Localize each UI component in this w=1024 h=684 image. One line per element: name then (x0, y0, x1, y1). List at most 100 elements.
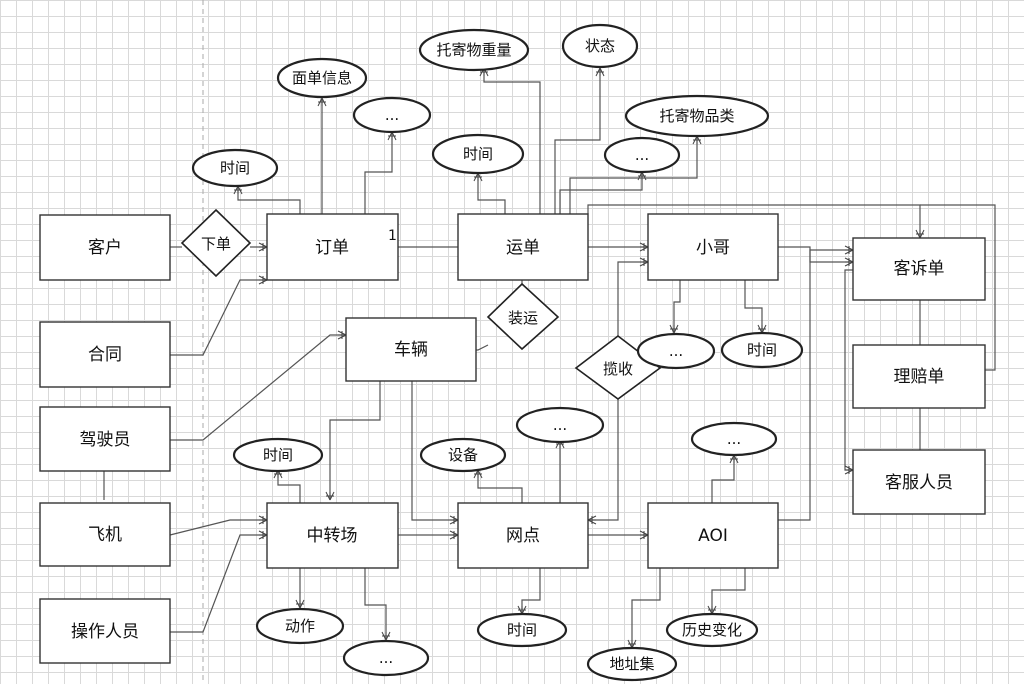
attr-order-ellipsis: ... (352, 96, 432, 134)
attr-transfer-time: 时间 (232, 437, 324, 473)
entity-outlet: 网点 (457, 502, 589, 569)
attr-order-time: 时间 (191, 148, 279, 188)
attr-aoi-ellipsis-label: ... (727, 430, 741, 448)
attr-category-label: 托寄物品类 (659, 107, 734, 125)
attr-aoi-ellipsis: ... (690, 421, 778, 457)
order-cardinality: 1 (388, 228, 397, 244)
entity-transfer-label: 中转场 (307, 526, 358, 546)
attr-order-time-label: 时间 (220, 159, 250, 177)
driver-vehicle-line (170, 330, 347, 441)
aoi-history-line (707, 568, 746, 615)
vehicle-transfer-line (325, 380, 381, 501)
entity-operator: 操作人员 (39, 598, 171, 664)
waybill-status-line (554, 67, 605, 214)
entity-courier-label: 小哥 (696, 238, 730, 258)
vehicle-outlet-line (411, 380, 459, 525)
entity-customer-label: 客户 (88, 238, 122, 258)
entity-operator-label: 操作人员 (71, 622, 139, 642)
order-ellipsis-line (364, 131, 397, 214)
attr-courier-time-label: 时间 (747, 341, 777, 359)
entity-complaint-label: 客诉单 (894, 259, 945, 279)
entity-driver-label: 驾驶员 (80, 430, 131, 450)
connectors (103, 67, 996, 649)
attr-device: 设备 (419, 437, 507, 473)
entity-customer: 客户 (39, 214, 171, 281)
entity-plane: 飞机 (39, 502, 171, 567)
aoi-complaint-line (778, 245, 854, 521)
entity-vehicle-label: 车辆 (394, 340, 428, 360)
entity-complaint: 客诉单 (852, 237, 986, 301)
entity-vehicle: 车辆 (345, 317, 477, 382)
attr-category: 托寄物品类 (624, 94, 770, 138)
attr-address-set-label: 地址集 (609, 655, 654, 673)
attr-weight-label: 托寄物重量 (436, 41, 511, 59)
entity-claim: 理赔单 (852, 344, 986, 409)
waybill-weight-line (479, 67, 541, 214)
entity-order-label: 订单 (315, 238, 349, 258)
attr-transfer-ellipsis: ... (342, 639, 430, 677)
rel-pickup-label: 揽收 (603, 360, 633, 378)
entity-outlet-label: 网点 (506, 526, 540, 546)
rel-load: 装运 (486, 282, 560, 351)
attr-order-ellipsis-label: ... (385, 106, 399, 124)
attr-courier-time: 时间 (720, 331, 804, 369)
entity-courier: 小哥 (647, 213, 779, 281)
attr-outlet-time-label: 时间 (507, 621, 537, 639)
entity-waybill-label: 运单 (506, 238, 540, 258)
aoi-ellipsis-line (711, 454, 739, 503)
attr-waybill-ellipsis: ... (603, 136, 681, 174)
transfer-ellipsis-line (364, 568, 391, 641)
attr-address-set: 地址集 (586, 646, 678, 682)
right-outer-line (920, 204, 996, 371)
aoi-address-line (627, 568, 661, 649)
attr-history: 历史变化 (665, 612, 759, 648)
entity-aoi-label: AOI (698, 526, 728, 546)
load-vehicle-line (476, 344, 489, 351)
rel-load-label: 装运 (508, 309, 538, 327)
entity-service-staff-label: 客服人员 (885, 473, 953, 493)
entity-driver: 驾驶员 (39, 406, 171, 472)
contract-order-line (170, 275, 268, 356)
entity-waybill: 运单 (457, 213, 589, 281)
courier-ellipsis-line (669, 280, 681, 334)
entity-transfer: 中转场 (266, 502, 399, 569)
waybill-ellipsis-line (559, 171, 647, 214)
courier-time-line (744, 280, 767, 334)
attr-transfer-ellipsis-label: ... (379, 649, 393, 667)
attr-action-label: 动作 (285, 617, 315, 635)
attr-waybill-ellipsis-label: ... (635, 146, 649, 164)
attr-waybill-info-label: 面单信息 (292, 69, 352, 87)
rel-place-order-label: 下单 (201, 235, 231, 253)
outlet-time-line (517, 568, 541, 615)
attr-waybill-time-label: 时间 (463, 145, 493, 163)
outlet-device-line (473, 469, 523, 503)
waybill-complaint-line (587, 204, 925, 239)
attr-device-label: 设备 (448, 446, 478, 464)
pickup-outlet-line (587, 398, 619, 525)
entity-service-staff: 客服人员 (852, 449, 986, 515)
attr-courier-ellipsis-label: ... (669, 342, 683, 360)
attr-status-label: 状态 (585, 37, 615, 55)
attr-courier-ellipsis: ... (636, 332, 716, 370)
attr-action: 动作 (255, 607, 345, 645)
operator-transfer-line (170, 530, 268, 633)
courier-complaint-line (778, 246, 854, 267)
transfer-time-line (273, 469, 301, 503)
order-time-line (233, 185, 301, 214)
entity-order: 订单 (266, 213, 399, 281)
entity-plane-label: 飞机 (88, 525, 122, 545)
plane-transfer-line (169, 515, 268, 536)
attr-weight: 托寄物重量 (418, 28, 530, 72)
attr-outlet-time: 时间 (476, 612, 568, 648)
waybill-category-line (569, 135, 702, 214)
right-bus-line (844, 269, 854, 475)
rel-place-order: 下单 (180, 208, 252, 278)
entity-contract: 合同 (39, 321, 171, 388)
attr-history-label: 历史变化 (682, 621, 742, 639)
entity-contract-label: 合同 (88, 345, 122, 365)
attr-waybill-info: 面单信息 (276, 57, 368, 99)
attr-status: 状态 (561, 23, 639, 69)
entity-claim-label: 理赔单 (894, 367, 945, 387)
attr-outlet-ellipsis-label: ... (553, 416, 567, 434)
